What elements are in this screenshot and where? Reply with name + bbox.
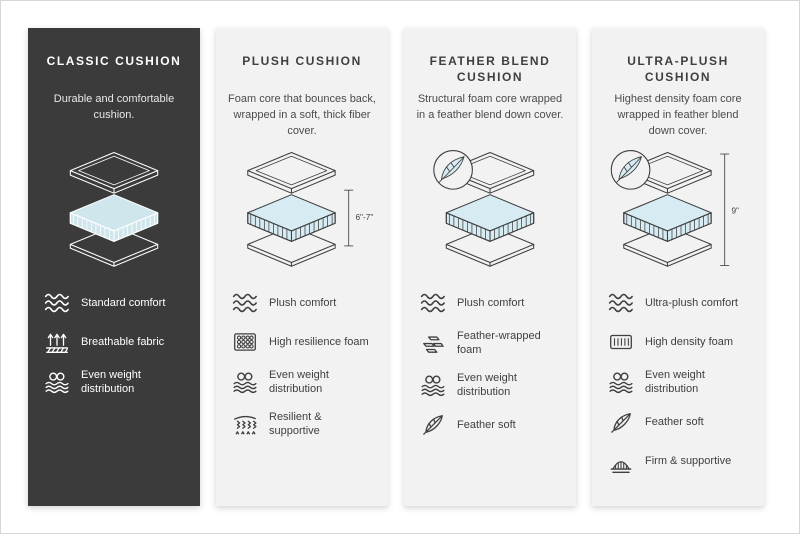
feature-item: Even weight distribution (232, 368, 372, 397)
feature-item: Feather-wrapped foam (420, 329, 560, 358)
feature-list: Plush comfort Feather-wrapped foam Even … (404, 290, 576, 451)
feature-item: Plush comfort (420, 290, 560, 316)
density-foam-icon (608, 329, 634, 355)
weight-distribution-icon (44, 369, 70, 395)
weight-distribution-icon (232, 369, 258, 395)
layered-cushion-illustration (34, 148, 194, 270)
feature-label: Resilient & supportive (269, 410, 322, 437)
feature-item: Feather soft (608, 410, 748, 436)
height-measurement: 9" (720, 153, 739, 266)
panel-ultra-plush-cushion: ULTRA-PLUSH CUSHION Highest density foam… (592, 28, 764, 506)
panel-title: FEATHER BLEND CUSHION (429, 54, 551, 84)
layered-cushion-illustration: 6"-7" (222, 148, 373, 270)
feature-label: High density foam (645, 335, 734, 348)
panel-description: Foam core that bounces back, wrapped in … (228, 93, 376, 137)
feature-label: Even weight distribution (645, 369, 705, 396)
feature-label: Feather soft (645, 416, 704, 429)
feature-item: Resilient & supportive (232, 410, 372, 439)
feature-label: Ultra-plush comfort (645, 296, 738, 309)
feather-icon (608, 410, 634, 436)
panel-description: Structural foam core wrapped in a feathe… (416, 93, 564, 121)
waves-icon (44, 290, 70, 316)
cushion-diagram: 9" (592, 148, 764, 276)
feature-item: Breathable fabric (44, 329, 184, 355)
feature-item: High density foam (608, 329, 748, 355)
feature-label: Standard comfort (81, 296, 166, 309)
feature-label: Even weight distribution (269, 369, 329, 396)
feature-list: Plush comfort High resilience foam Even … (216, 290, 388, 451)
feature-label: Plush comfort (457, 296, 525, 309)
waves-icon (420, 290, 446, 316)
feature-list: Ultra-plush comfort High density foam Ev… (592, 290, 764, 488)
feature-item: Ultra-plush comfort (608, 290, 748, 316)
panel-description: Highest density foam core wrapped in fea… (614, 93, 742, 137)
cushion-diagram: 6"-7" (216, 148, 388, 276)
feature-label: Feather soft (457, 419, 516, 432)
springs-icon (232, 411, 258, 437)
feature-label: Firm & supportive (645, 455, 732, 468)
height-measurement: 6"-7" (344, 189, 373, 247)
feature-item: Standard comfort (44, 290, 184, 316)
feature-item: Feather soft (420, 412, 560, 438)
foam-bricks-icon (420, 330, 446, 356)
feather-detail-badge (610, 150, 651, 190)
panel-classic-cushion: CLASSIC CUSHION Durable and comfortable … (28, 28, 200, 506)
feature-label: Even weight distribution (457, 371, 517, 398)
feature-item: Even weight distribution (420, 371, 560, 400)
firm-support-icon (608, 449, 634, 475)
feature-label: High resilience foam (269, 335, 369, 348)
feather-detail-badge (433, 150, 473, 190)
measurement-label: 6"-7" (355, 213, 373, 222)
breathable-icon (44, 329, 70, 355)
feature-item: Plush comfort (232, 290, 372, 316)
panel-title: PLUSH CUSHION (242, 54, 362, 68)
feature-item: High resilience foam (232, 329, 372, 355)
panel-description: Durable and comfortable cushion. (53, 93, 175, 121)
feature-label: Breathable fabric (81, 335, 165, 348)
cushion-diagram (28, 148, 200, 276)
feature-item: Even weight distribution (44, 368, 184, 397)
feather-icon (420, 412, 446, 438)
cushion-diagram (404, 148, 576, 276)
waves-icon (232, 290, 258, 316)
feature-label: Even weight distribution (81, 369, 141, 396)
feature-list: Standard comfort Breathable fabric Even … (28, 290, 200, 410)
measurement-label: 9" (731, 206, 739, 215)
feature-item: Firm & supportive (608, 449, 748, 475)
panel-title: CLASSIC CUSHION (46, 54, 182, 68)
feature-label: Feather-wrapped foam (457, 330, 541, 357)
layered-cushion-illustration: 9" (610, 150, 739, 270)
waves-icon (608, 290, 634, 316)
feature-item: Even weight distribution (608, 368, 748, 397)
weight-distribution-icon (608, 369, 634, 395)
panel-plush-cushion: PLUSH CUSHION Foam core that bounces bac… (216, 28, 388, 506)
weight-distribution-icon (420, 372, 446, 398)
resilience-foam-icon (232, 329, 258, 355)
layered-cushion-illustration (433, 150, 570, 270)
feature-label: Plush comfort (269, 296, 337, 309)
panel-title: ULTRA-PLUSH CUSHION (627, 54, 729, 84)
panel-feather-blend-cushion: FEATHER BLEND CUSHION Structural foam co… (404, 28, 576, 506)
